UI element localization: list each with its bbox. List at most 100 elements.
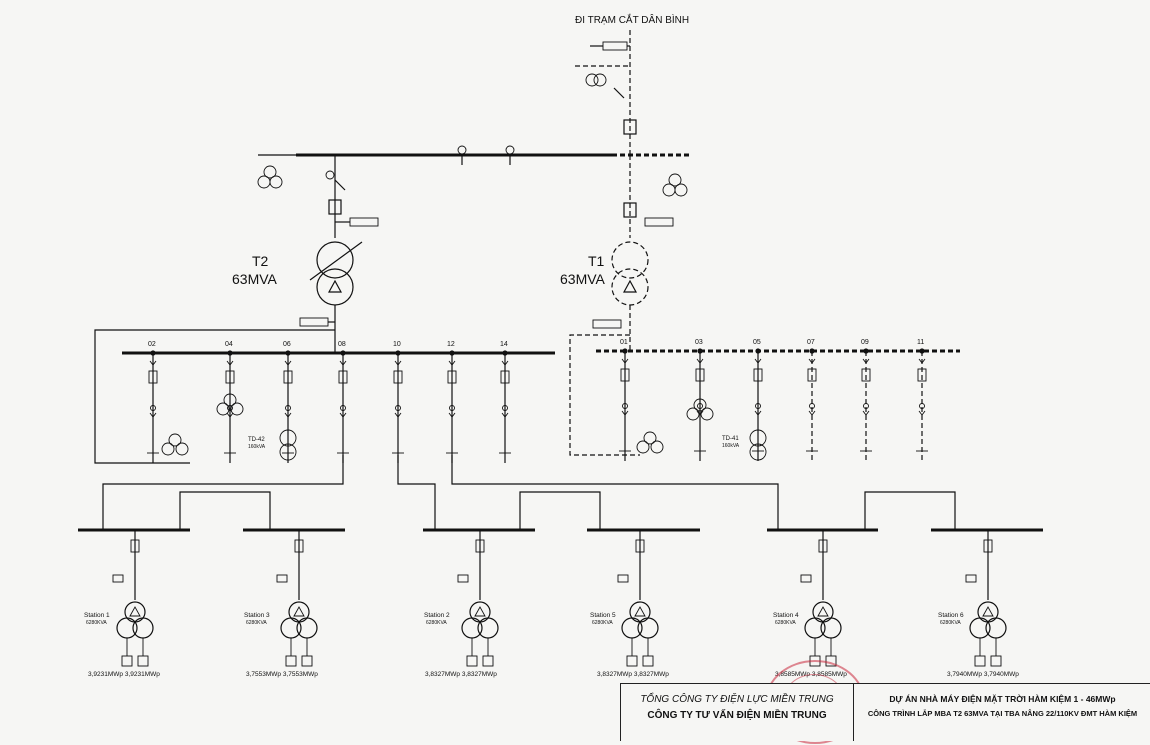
pv-inverter [137, 655, 149, 667]
td42-name: TD-42 [248, 437, 265, 443]
station-breaker [130, 539, 140, 553]
company-name: CÔNG TY TƯ VẤN ĐIỆN MIỀN TRUNG [647, 710, 827, 721]
t1-rating: 63MVA [560, 271, 606, 287]
feeder: 07 [806, 339, 818, 461]
t2-winding-hv [316, 241, 354, 279]
feeder-label: 08 [338, 341, 346, 348]
title-block-company: TỔNG CÔNG TY ĐIỆN LỰC MIỀN TRUNG CÔNG TY… [621, 684, 854, 741]
station-pv: 3,9231MWp 3,9231MWp [88, 671, 160, 678]
left-tie-loop [94, 329, 335, 464]
station-pv: 3,7553MWp 3,7553MWp [246, 671, 318, 678]
station-trafo-hv [288, 601, 310, 623]
right-tie-loop [569, 334, 640, 456]
feeder-label: 01 [620, 339, 628, 346]
project-title: DỰ ÁN NHÀ MÁY ĐIỆN MẶT TRỜI HÀM KIỆM 1 -… [889, 694, 1116, 704]
station-trafo-lv1 [804, 617, 826, 639]
feeder-breaker [338, 370, 348, 384]
t1-branch [592, 155, 688, 345]
feeder: 14 [499, 341, 511, 463]
aux-transformer-02 [161, 433, 189, 456]
feeder-label: 05 [753, 339, 761, 346]
feeder-label: 06 [283, 341, 291, 348]
title-block: TỔNG CÔNG TY ĐIỆN LỰC MIỀN TRUNG CÔNG TY… [620, 683, 1150, 741]
td41-name: TD-41 [722, 436, 739, 442]
aux-transformer-01 [636, 431, 664, 454]
station-trafo-hv [124, 601, 146, 623]
station-rating: 6280KVA [775, 620, 796, 626]
feeder-breaker [393, 370, 403, 384]
station-trafo-hv [812, 601, 834, 623]
work-title: CÔNG TRÌNH LẮP MBA T2 63MVA TẠI TBA NÂNG… [867, 709, 1138, 718]
feeder-label: 03 [695, 339, 703, 346]
pv-inverter [466, 655, 478, 667]
station-trafo-lv1 [461, 617, 483, 639]
station-trafo-hv [469, 601, 491, 623]
destination-label: ĐI TRẠM CẮT DÂN BÌNH [575, 13, 689, 26]
station-name: Station 6 [938, 612, 964, 619]
station-breaker [818, 539, 828, 553]
pv-inverter [482, 655, 494, 667]
aux-transformer-04 [216, 393, 244, 416]
aux-transformer-03 [686, 398, 714, 421]
td41-winding [749, 443, 767, 461]
station-trafo-lv1 [116, 617, 138, 639]
station-trafo-lv2 [985, 617, 1007, 639]
station-pv: 3,8327MWp 3,8327MWp [597, 671, 669, 678]
feeder: 05 [752, 339, 764, 461]
station-trafo-lv2 [296, 617, 318, 639]
t2-winding-lv [316, 268, 354, 306]
pv-inverter [121, 655, 133, 667]
t2-rating: 63MVA [232, 271, 278, 287]
pv-inverter [285, 655, 297, 667]
pv-inverter [990, 655, 1002, 667]
td41-rating: 160kVA [722, 443, 740, 449]
td41-winding [749, 429, 767, 447]
feeder-label: 14 [500, 341, 508, 348]
station-name: Station 1 [84, 612, 110, 619]
td42-winding [279, 443, 297, 461]
td42-rating: 160kVA [248, 444, 266, 450]
station-rating: 6280KVA [592, 620, 613, 626]
feeder-label: 07 [807, 339, 815, 346]
station-name: Station 5 [590, 612, 616, 619]
pv-inverter [642, 655, 654, 667]
t1-winding-hv [611, 241, 649, 279]
station-trafo-lv1 [280, 617, 302, 639]
feeder-label: 10 [393, 341, 401, 348]
station-breaker [294, 539, 304, 553]
station-rating: 6280KVA [426, 620, 447, 626]
pv-inverter [301, 655, 313, 667]
feeder-breaker [225, 370, 235, 384]
station-name: Station 2 [424, 612, 450, 619]
feeder: 10 [392, 341, 404, 463]
title-block-project: DỰ ÁN NHÀ MÁY ĐIỆN MẶT TRỜI HÀM KIỆM 1 -… [854, 684, 1150, 741]
feeder-breaker [148, 370, 158, 384]
feeder-breaker [753, 368, 763, 382]
station-rating: 6280KVA [86, 620, 107, 626]
feeder-breaker [447, 370, 457, 384]
feeder-breaker [695, 368, 705, 382]
feeder: 03 [694, 339, 706, 461]
feeder: 02 [147, 341, 159, 463]
feeder-breaker [500, 370, 510, 384]
station-trafo-lv2 [820, 617, 842, 639]
station-breaker [983, 539, 993, 553]
feeder-breaker [620, 368, 630, 382]
station-pv: 3,8327MWp 3,8327MWp [425, 671, 497, 678]
td42-winding [279, 429, 297, 447]
pv-inverter [626, 655, 638, 667]
t2-branch [299, 155, 379, 345]
station-trafo-lv2 [477, 617, 499, 639]
station-name: Station 4 [773, 612, 799, 619]
station-pv: 3,7940MWp 3,7940MWp [947, 671, 1019, 678]
